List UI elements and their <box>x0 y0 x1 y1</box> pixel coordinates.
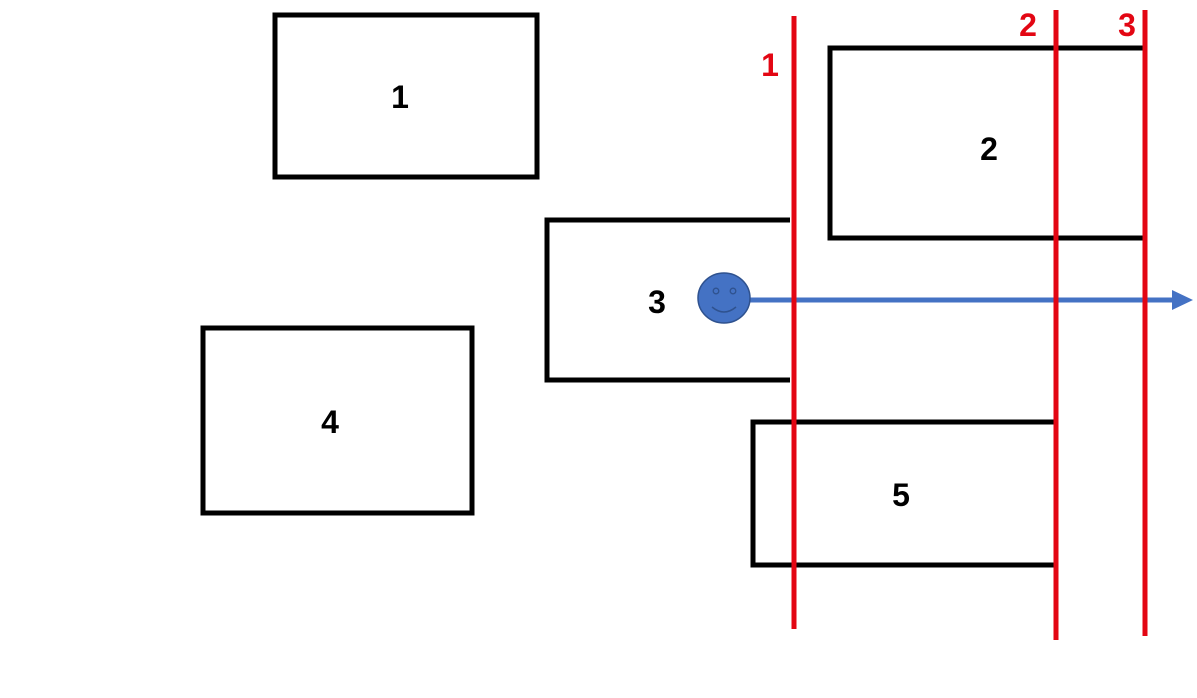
line-1: 1 <box>761 16 797 629</box>
box-3: 3 <box>544 217 790 383</box>
box-5-label: 5 <box>892 477 910 513</box>
box-2-label: 2 <box>980 131 998 167</box>
line-2-label: 2 <box>1019 7 1037 43</box>
smiley-mouth <box>711 306 737 313</box>
box-2: 2 <box>827 45 1143 241</box>
smiley-right-eye <box>729 287 737 295</box>
sweep-lines: 1 2 3 <box>761 7 1148 640</box>
line-1-label: 1 <box>761 47 779 83</box>
line-3-label: 3 <box>1118 7 1136 43</box>
box-1: 1 <box>272 12 540 180</box>
box-4: 4 <box>200 325 475 516</box>
line-2: 2 <box>1019 7 1059 640</box>
box-3-label: 3 <box>648 284 666 320</box>
smiley-left-eye <box>712 287 720 295</box>
boxes: 1 2 3 4 5 <box>200 12 1143 568</box>
box-1-label: 1 <box>391 79 409 115</box>
smiley-face-icon <box>697 272 751 324</box>
line-3: 3 <box>1118 7 1148 636</box>
box-4-label: 4 <box>321 404 339 440</box>
arrow-right-icon <box>1172 290 1193 310</box>
smiley-face-body <box>697 272 751 324</box>
box-5: 5 <box>750 419 1055 568</box>
ray-arrow <box>745 290 1193 310</box>
